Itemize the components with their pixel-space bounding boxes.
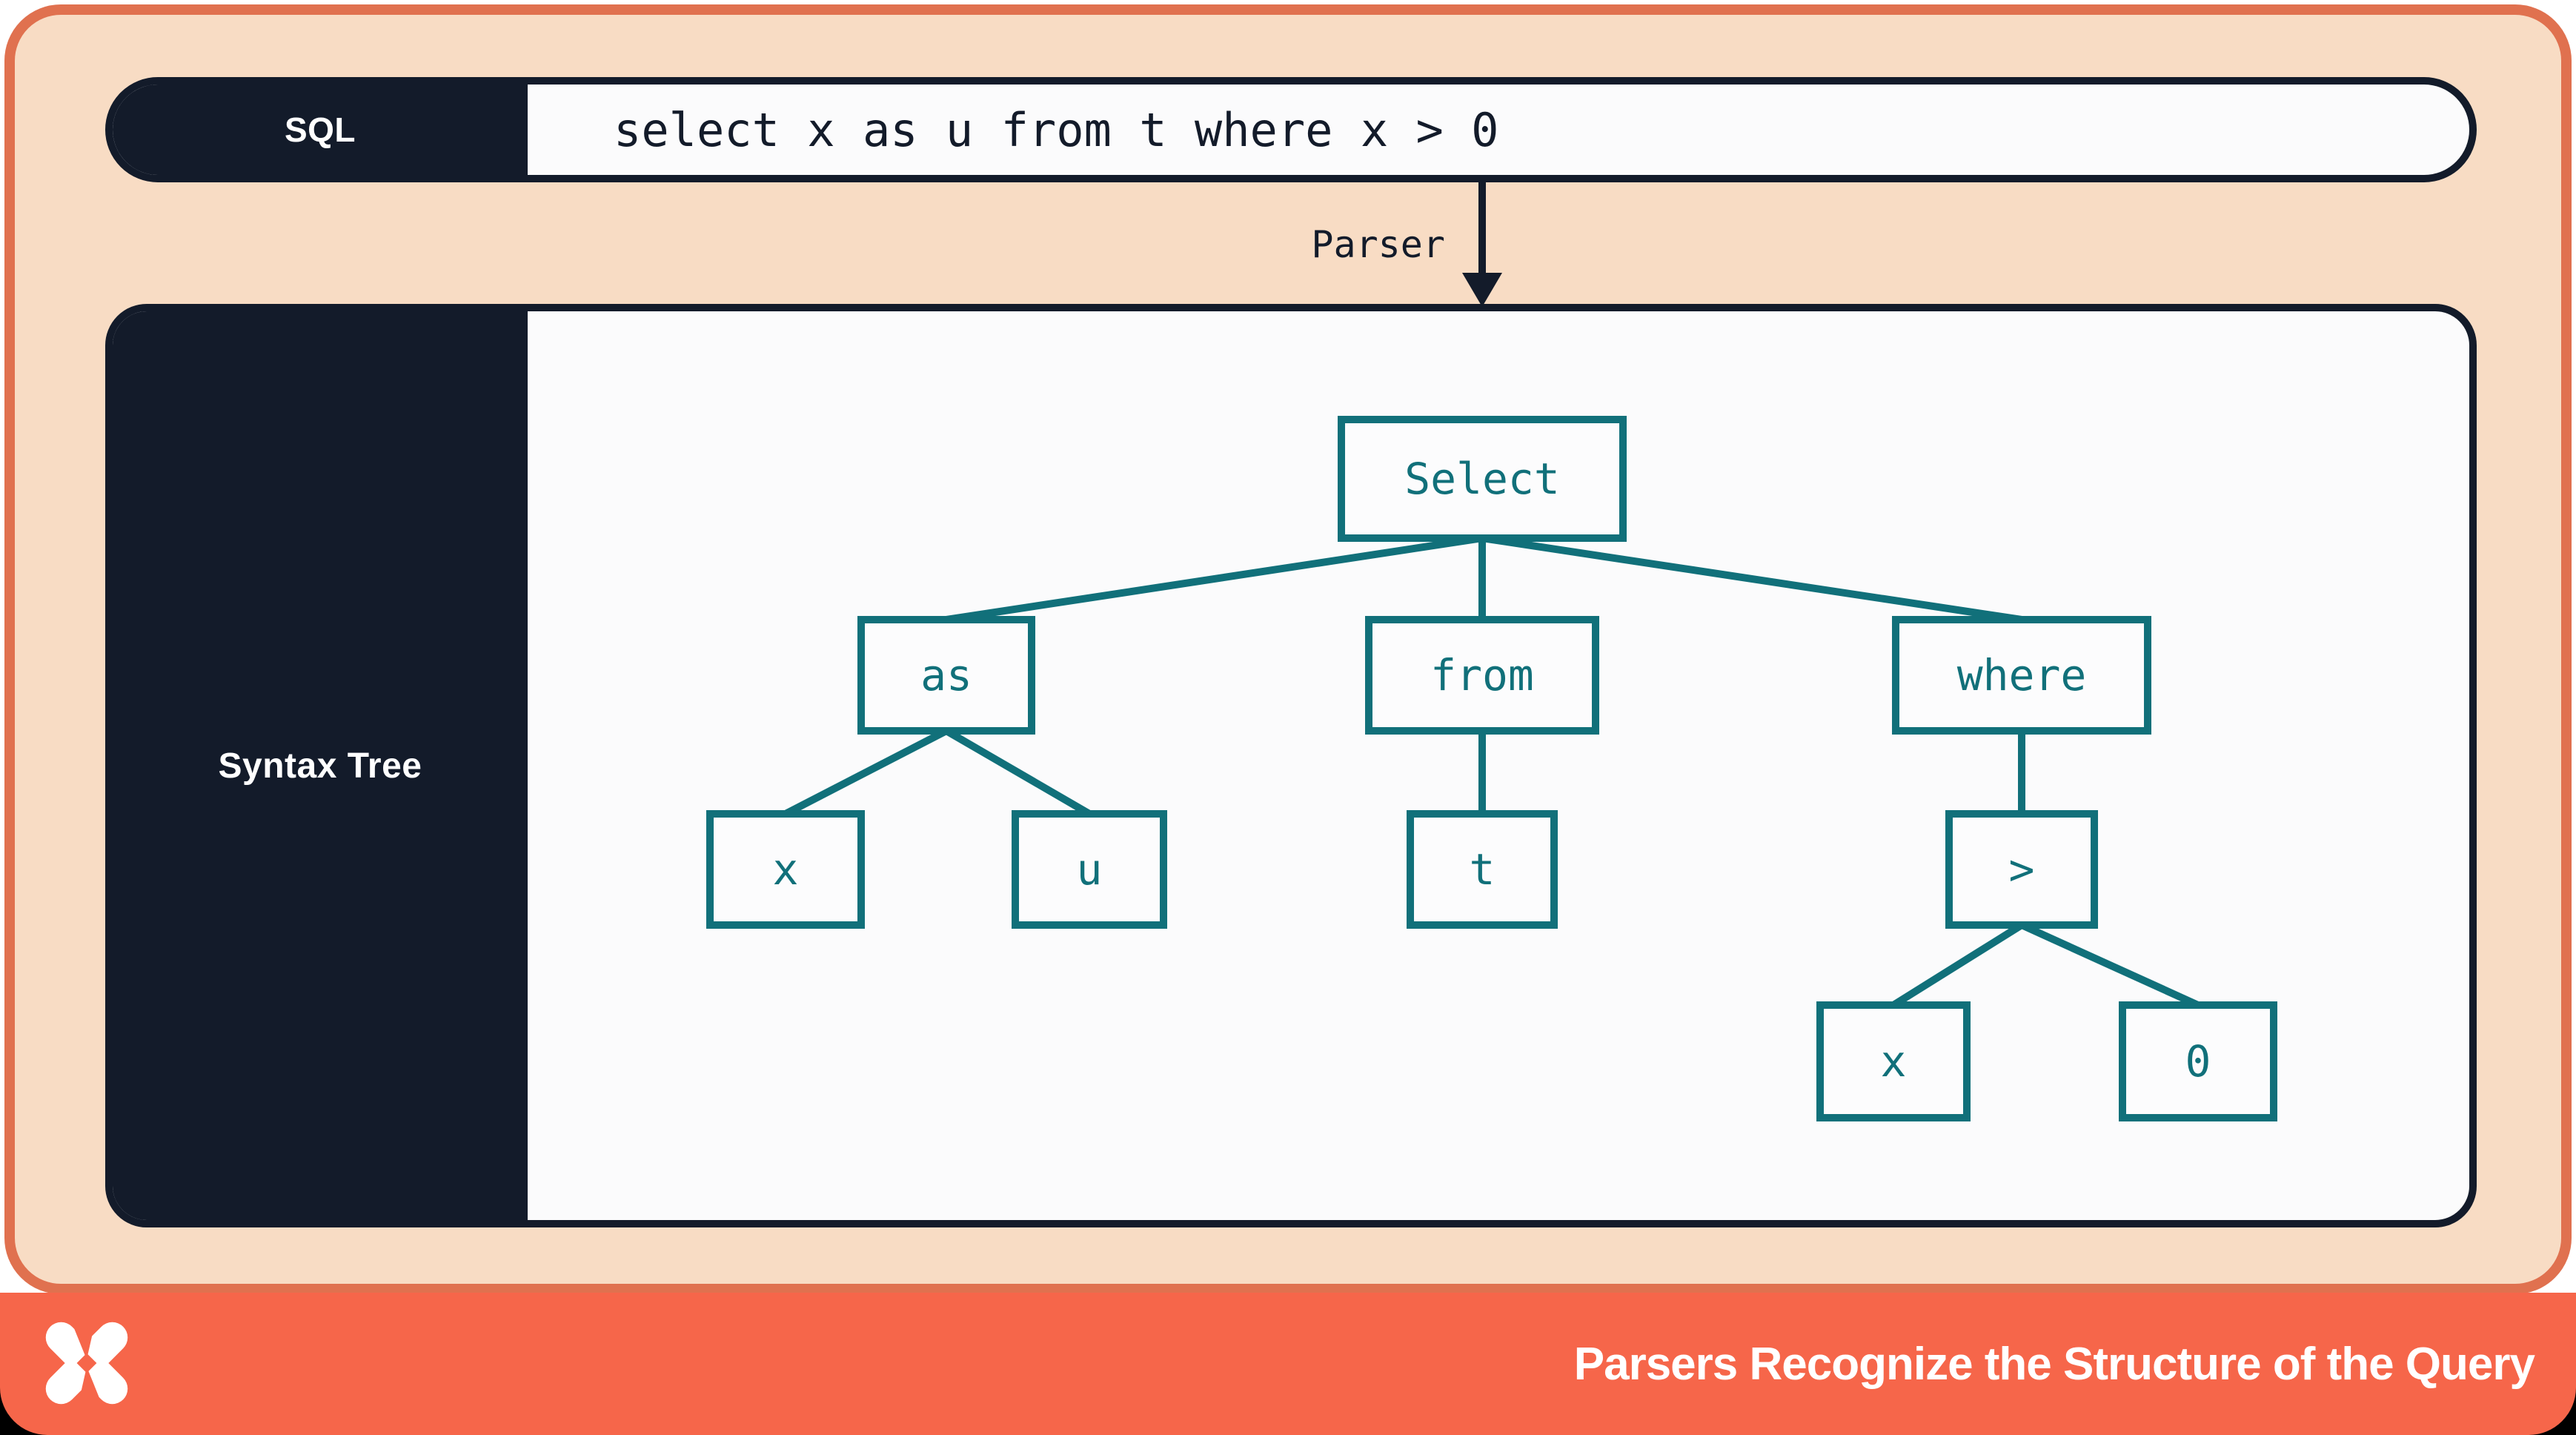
sql-query-text: select x as u from t where x > 0 [614,102,1499,157]
tree-node-as: as [920,650,972,700]
tree-node-x1: x [773,844,799,895]
tree-node-where-box [1892,616,2151,735]
parser-arrow-line [1478,182,1486,277]
tree-node-x2-box [1816,1001,1971,1121]
tree-node-t: t [1470,844,1496,895]
tree-node-u: u [1077,844,1103,895]
syntax-tree-panel: Syntax Tree Select [105,304,2477,1227]
edge-as-u [944,727,1092,818]
footer-bar: Parsers Recognize the Structure of the Q… [0,1293,2576,1435]
tree-node-where: where [1957,650,2087,700]
sql-badge: SQL [113,84,528,175]
syntax-tree-area: Select as from where x u t > [528,311,2469,1220]
dolt-x-logo-icon [45,1321,128,1405]
tree-edges [783,534,2200,1009]
edge-as-x [783,727,949,818]
tree-node-t-box [1407,810,1558,929]
tree-node-from: from [1430,650,1534,700]
syntax-tree-diagram: Select as from where x u t > [706,416,2277,1121]
edge-gt-zero [2019,921,2200,1009]
tree-node-gt: > [2009,844,2035,895]
tree-node-from-box [1365,616,1599,735]
tree-node-select-box [1338,416,1627,542]
tree-node-zero: 0 [2185,1036,2211,1087]
tree-node-gt-box [1945,810,2098,929]
tree-node-as-box [857,616,1035,735]
tree-node-x2: x [1881,1036,1907,1087]
sql-bar: SQL select x as u from t where x > 0 [105,77,2477,182]
tree-node-u-box [1012,810,1167,929]
tree-nodes: Select as from where x u t > [706,416,2277,1121]
tree-node-x1-box [706,810,865,929]
tree-node-zero-box [2119,1001,2277,1121]
edge-select-where [1481,534,2022,623]
edge-gt-x [1891,921,2024,1009]
syntax-tree-sidebar: Syntax Tree [113,311,528,1220]
edge-select-as [946,534,1483,623]
parser-label: Parser [1311,223,1445,266]
parser-arrow-down-icon [1462,273,1502,307]
footer-title: Parsers Recognize the Structure of the Q… [1573,1338,2535,1390]
tree-node-select: Select [1404,454,1560,504]
syntax-tree-label: Syntax Tree [218,746,422,786]
